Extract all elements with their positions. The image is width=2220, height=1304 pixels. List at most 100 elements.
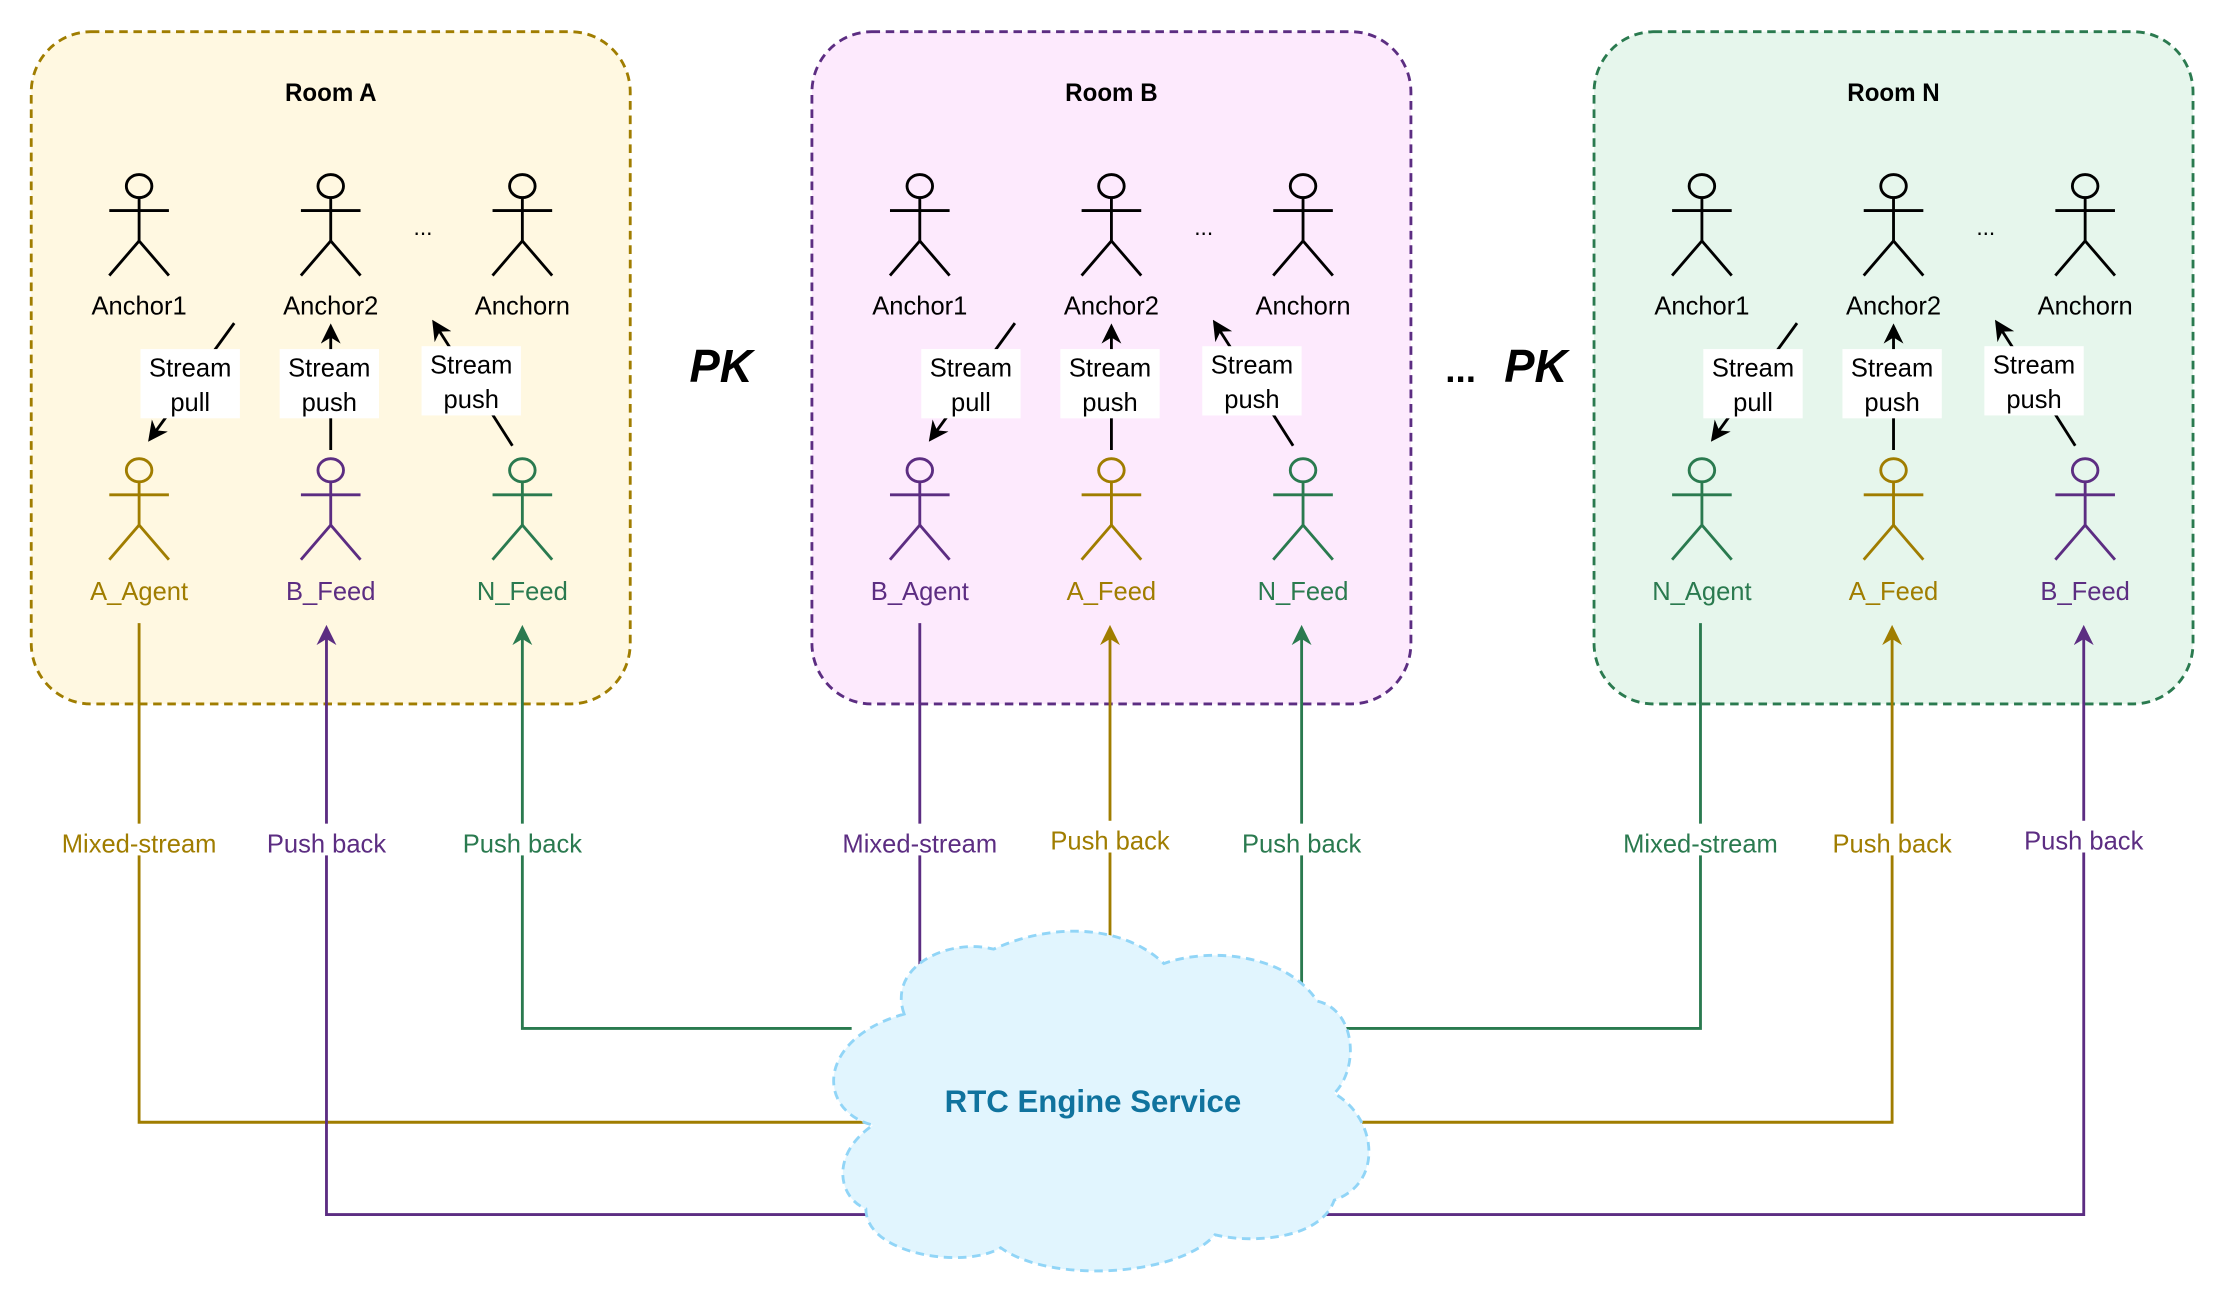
- svg-text:Mixed-stream: Mixed-stream: [62, 830, 217, 858]
- room-title: Room B: [1065, 80, 1157, 107]
- connection-label: Mixed-stream: [841, 823, 999, 859]
- svg-text:Stream: Stream: [1211, 351, 1293, 379]
- agent-label: A_Feed: [1067, 578, 1156, 606]
- pk-label-1: PK: [690, 341, 756, 392]
- anchor-actor-icon: [1080, 173, 1143, 277]
- svg-text:Stream: Stream: [930, 354, 1012, 382]
- agent-actor-icon: [2054, 457, 2117, 561]
- connection-line: [512, 624, 852, 1030]
- svg-text:Push back: Push back: [2024, 827, 2143, 855]
- edge-label: Stream pull: [921, 349, 1021, 419]
- svg-text:push: push: [1224, 386, 1279, 414]
- anchor-label: Anchor1: [872, 292, 967, 320]
- edge-label: Stream pull: [140, 349, 240, 419]
- service-label: RTC Engine Service: [945, 1084, 1242, 1119]
- connection-label: Push back: [1832, 823, 1952, 859]
- anchors-ellipsis: ...: [1194, 214, 1213, 240]
- agent-actor-icon: [299, 457, 362, 561]
- svg-text:Stream: Stream: [430, 351, 512, 379]
- agent-actor-icon: [1862, 457, 1925, 561]
- agent-actor-icon: [1272, 457, 1334, 561]
- connection-line: [1334, 623, 1702, 1030]
- room-title: Room N: [1847, 80, 1939, 107]
- svg-text:Push back: Push back: [1832, 830, 1951, 858]
- connection-label: Push back: [1050, 820, 1170, 856]
- anchor-label: Anchor1: [1654, 292, 1749, 320]
- svg-text:push: push: [1082, 389, 1137, 417]
- anchor-actor-icon: [1862, 173, 1925, 277]
- svg-text:Stream: Stream: [1993, 351, 2075, 379]
- agent-actor-icon: [491, 457, 554, 561]
- agent-label: B_Agent: [871, 578, 969, 606]
- anchor-label: Anchorn: [1255, 292, 1350, 320]
- svg-text:pull: pull: [1733, 389, 1773, 417]
- agent-label: B_Feed: [2040, 578, 2129, 606]
- edge-label: Stream push: [421, 346, 521, 416]
- edge-label: Stream push: [279, 349, 379, 419]
- svg-text:push: push: [2006, 386, 2061, 414]
- svg-text:Stream: Stream: [288, 354, 370, 382]
- svg-text:push: push: [1864, 389, 1919, 417]
- edge-label: Stream pull: [1703, 349, 1803, 419]
- connection-label: Push back: [267, 823, 386, 859]
- rtc-engine-service-cloud[interactable]: RTC Engine Service: [832, 929, 1371, 1273]
- svg-text:Push back: Push back: [463, 830, 582, 858]
- connection-label: Mixed-stream: [60, 823, 218, 859]
- anchors-ellipsis: ...: [1976, 214, 1995, 240]
- agent-actor-icon: [1671, 457, 1733, 561]
- anchor-actor-icon: [491, 173, 554, 277]
- svg-text:Stream: Stream: [1712, 354, 1794, 382]
- connection-line: [316, 624, 881, 1217]
- anchor-label: Anchorn: [475, 292, 570, 320]
- anchor-label: Anchor2: [1846, 292, 1941, 320]
- svg-text:Stream: Stream: [1851, 354, 1933, 382]
- agent-actor-icon: [888, 457, 951, 561]
- connection-line: [137, 623, 873, 1124]
- anchors-ellipsis: ...: [414, 214, 433, 240]
- svg-text:Mixed-stream: Mixed-stream: [842, 830, 997, 858]
- svg-text:Push back: Push back: [1050, 827, 1169, 855]
- agent-label: N_Agent: [1652, 578, 1751, 606]
- anchor-actor-icon: [2054, 173, 2117, 277]
- anchor-actor-icon: [108, 173, 170, 277]
- svg-text:pull: pull: [951, 389, 991, 417]
- edge-label: Stream push: [1984, 346, 2084, 416]
- cloud-shape: [832, 929, 1371, 1273]
- connection-label: Push back: [1242, 823, 1361, 859]
- agent-actor-icon: [108, 457, 170, 561]
- svg-text:Stream: Stream: [149, 354, 231, 382]
- pk-label-2: PK: [1504, 341, 1570, 392]
- anchor-actor-icon: [1671, 173, 1733, 277]
- edge-label: Stream push: [1842, 349, 1942, 419]
- agent-actor-icon: [1080, 457, 1143, 561]
- agent-label: N_Feed: [1258, 578, 1349, 606]
- anchor-actor-icon: [888, 173, 951, 277]
- svg-text:pull: pull: [170, 389, 210, 417]
- anchor-actor-icon: [299, 173, 362, 277]
- anchor-label: Anchor2: [283, 292, 378, 320]
- svg-text:Mixed-stream: Mixed-stream: [1623, 830, 1778, 858]
- connection-label: Mixed-stream: [1622, 823, 1779, 859]
- agent-label: A_Agent: [90, 578, 188, 606]
- agent-label: A_Feed: [1849, 578, 1938, 606]
- connection-line: [1355, 624, 1903, 1124]
- anchor-label: Anchorn: [2038, 292, 2133, 320]
- between-rooms-ellipsis: ...: [1445, 348, 1476, 390]
- connection-line: [1277, 624, 2094, 1217]
- connection-label: Push back: [463, 823, 582, 859]
- connection-label: Push back: [2024, 820, 2143, 856]
- svg-text:push: push: [444, 386, 499, 414]
- svg-text:Push back: Push back: [1242, 830, 1361, 858]
- svg-text:push: push: [302, 389, 357, 417]
- anchor-actor-icon: [1272, 173, 1334, 277]
- agent-label: N_Feed: [477, 578, 568, 606]
- room-0: Room A Anchor1 Anchor2 Anchorn... A_Agent B_F…: [29, 30, 632, 706]
- room-2: Room N Anchor1 Anchor2 Anchorn... N_Agent A_F…: [1592, 30, 2195, 706]
- agent-label: B_Feed: [286, 578, 375, 606]
- room-title: Room A: [285, 80, 377, 107]
- svg-text:Push back: Push back: [267, 830, 386, 858]
- edge-label: Stream push: [1202, 346, 1302, 416]
- anchor-label: Anchor1: [92, 292, 187, 320]
